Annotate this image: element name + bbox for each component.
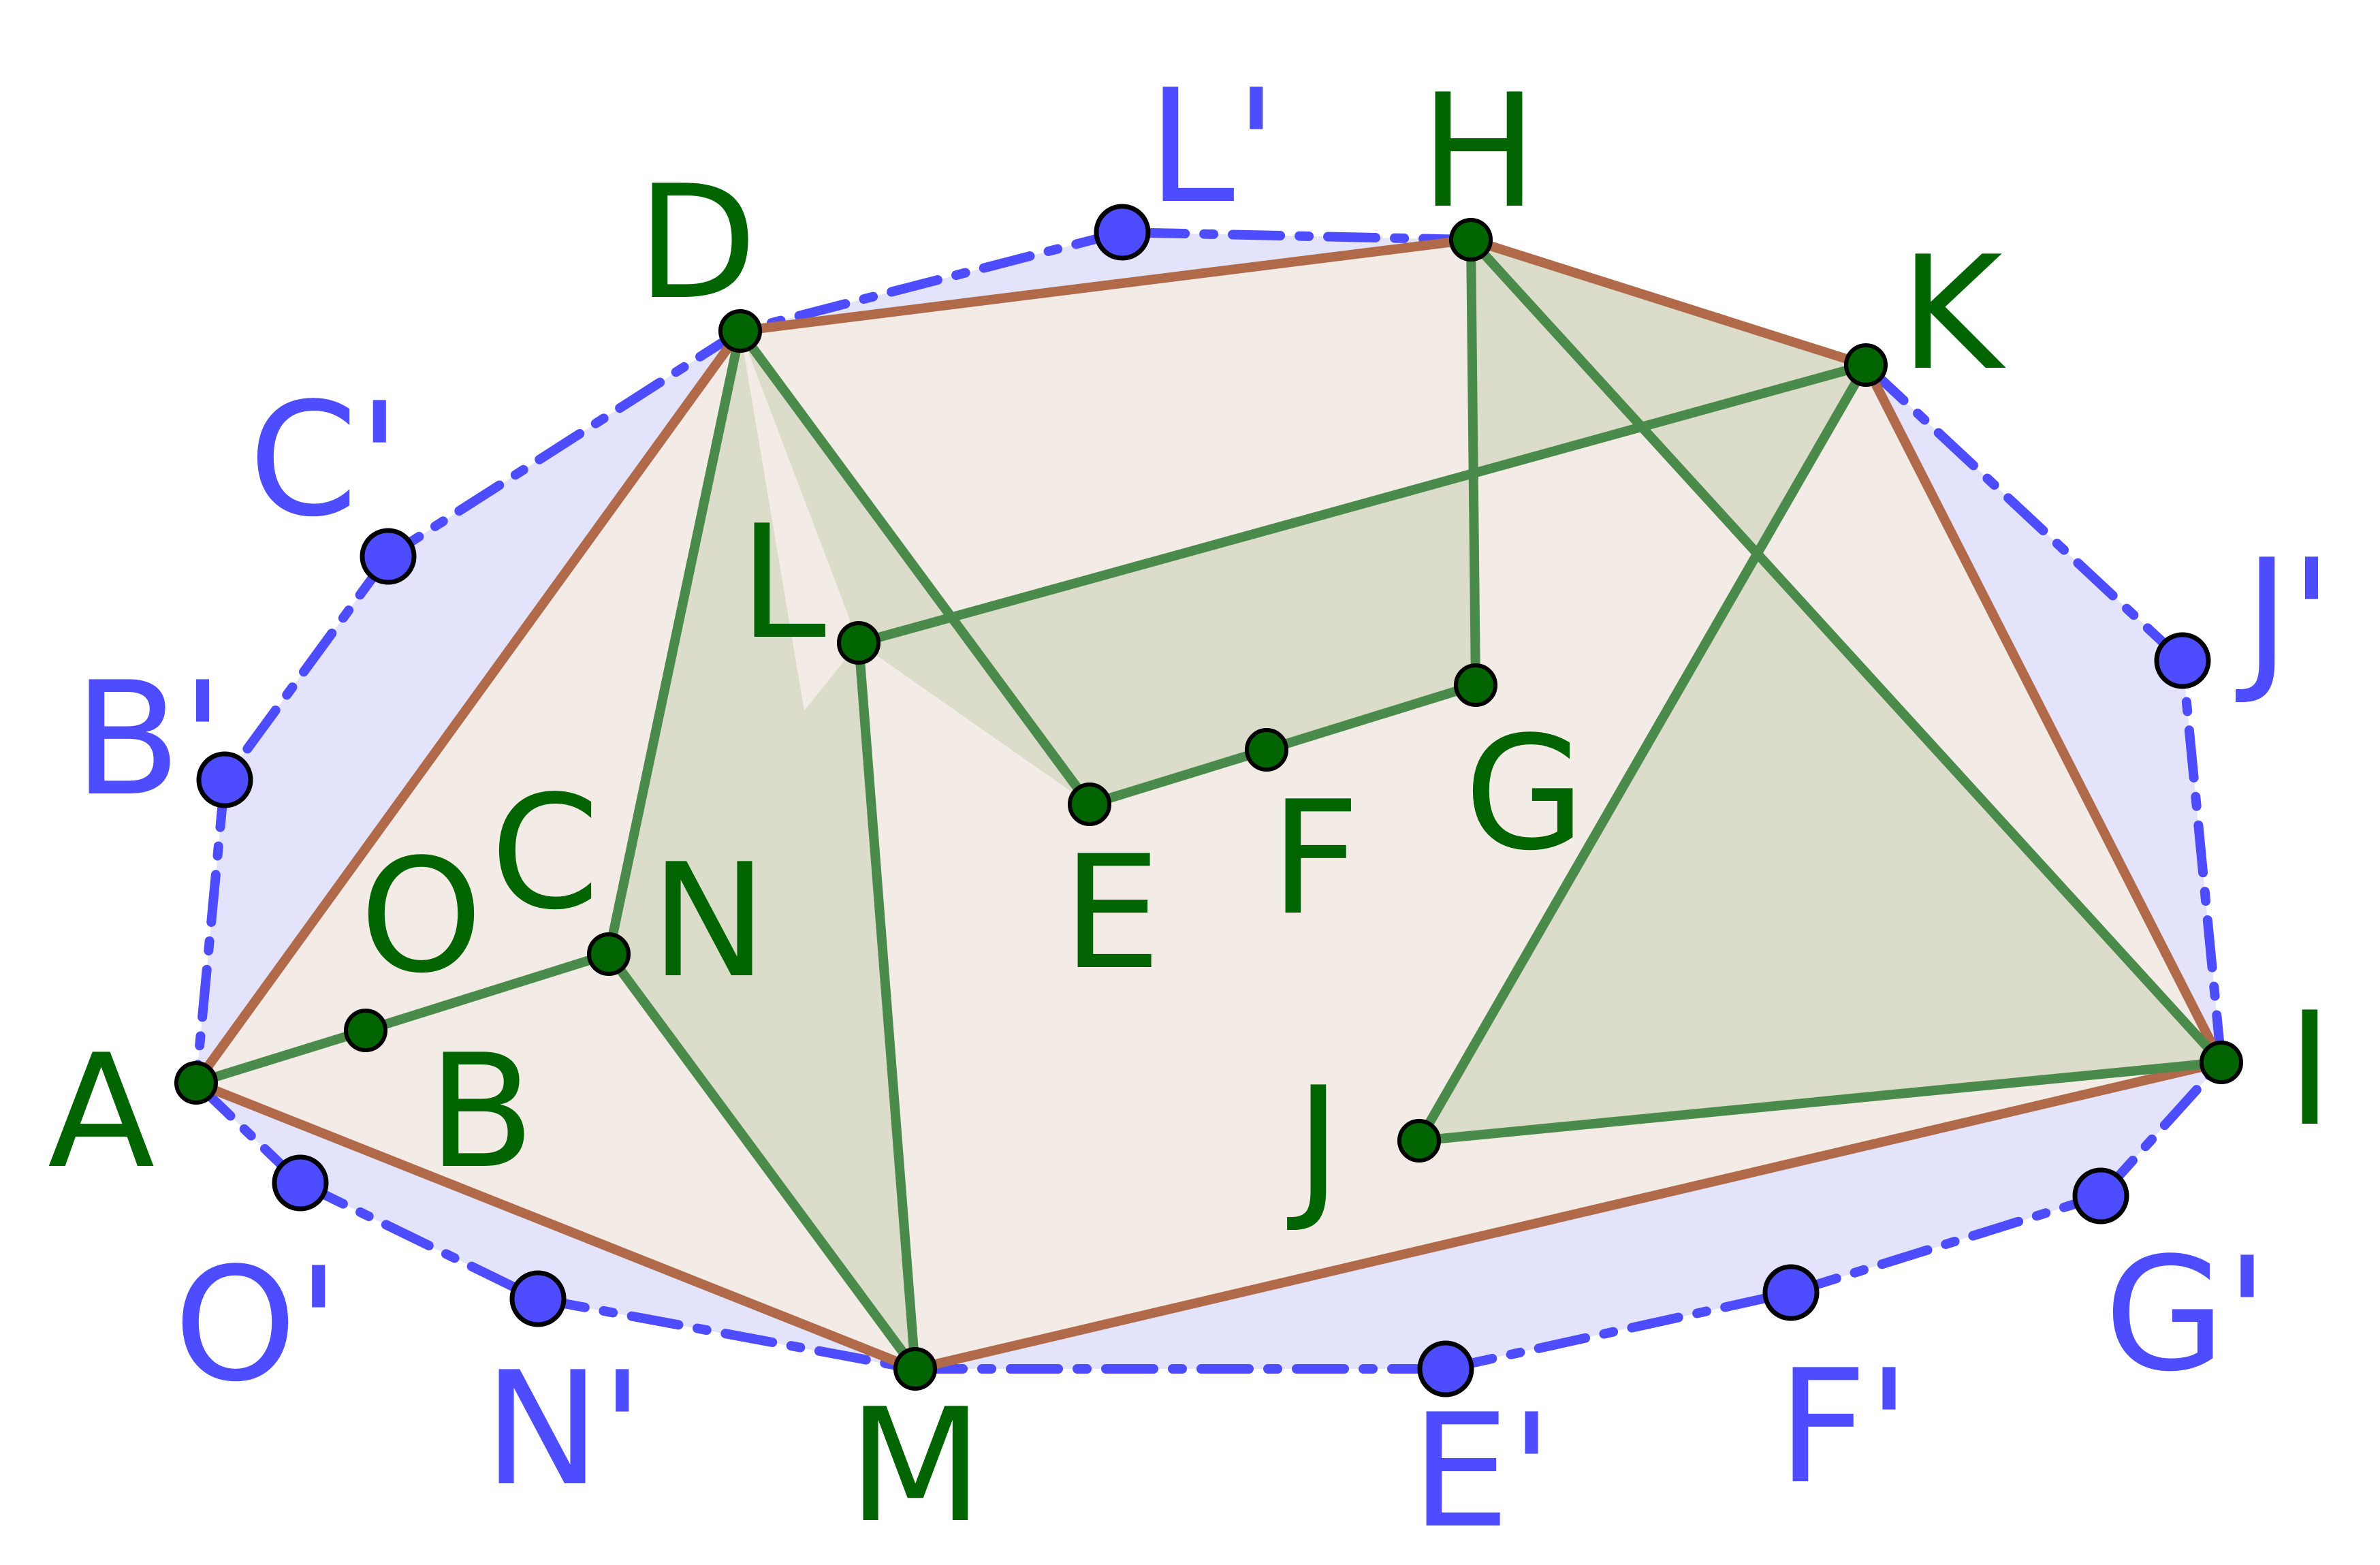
hull-line-i-jp [2178, 656, 2226, 1067]
edge-h-k [1466, 235, 1871, 370]
label-d: D [637, 153, 757, 334]
label-n: N [650, 831, 767, 1013]
edge-i-j [1414, 1058, 2226, 1145]
point-f[interactable] [1245, 728, 1288, 772]
polygon-labels: A B C D E F G H I J K L M N O [48, 61, 2333, 1558]
point-f-prime[interactable] [1762, 1264, 1820, 1321]
inner-edges [191, 235, 2226, 1374]
point-j-prime[interactable] [2154, 632, 2211, 689]
hull-line-cp-bp [220, 552, 393, 785]
edge-d-e [735, 326, 1094, 809]
polygon-points [174, 218, 2243, 1391]
label-l-prime: L' [1147, 57, 1278, 238]
point-l-prime[interactable] [1094, 204, 1151, 261]
point-b-prime[interactable] [196, 751, 253, 808]
label-j-prime: J' [2236, 526, 2333, 708]
edge-b-n [361, 949, 614, 1035]
point-o-prime[interactable] [272, 1154, 329, 1212]
label-g: G [1464, 704, 1585, 885]
edge-f-g [1262, 680, 1480, 755]
label-e: E [1062, 823, 1161, 1005]
edge-g-h [1466, 235, 1480, 690]
label-m: M [848, 1376, 983, 1558]
point-d[interactable] [718, 309, 762, 353]
point-j[interactable] [1397, 1119, 1441, 1163]
label-o: O [360, 826, 483, 1008]
edge-a-b [191, 1026, 370, 1088]
point-b[interactable] [344, 1009, 387, 1052]
label-f-prime: F' [1777, 1337, 1911, 1519]
hull-labels: B' C' L' J' G' F' E' N' O' [74, 57, 2333, 1563]
label-b-prime: B' [74, 649, 224, 831]
point-n[interactable] [587, 932, 631, 976]
point-h[interactable] [1449, 218, 1493, 262]
hull-line-d-cp [383, 326, 745, 561]
point-e-prime[interactable] [1417, 1340, 1474, 1397]
hull-line-op-np [296, 1178, 543, 1303]
label-g-prime: G' [2104, 1224, 2268, 1406]
edge-d-h [735, 235, 1476, 336]
label-n-prime: N' [483, 1339, 644, 1521]
point-g[interactable] [1454, 663, 1497, 707]
hull-line-fp-gp [1786, 1191, 2106, 1297]
point-g-prime[interactable] [2072, 1167, 2129, 1224]
hull-line-gp-i [2096, 1058, 2226, 1201]
triangle-region-h-i-j-k [1419, 240, 2221, 1141]
edge-m-a [191, 1078, 920, 1374]
edge-n-d [604, 326, 745, 959]
edge-i-m [910, 1058, 2226, 1374]
hull-line-h-lp [1117, 227, 1476, 244]
label-j: J [1287, 1054, 1342, 1236]
hull-line-jp-k [1861, 360, 2187, 665]
label-f: F [1270, 768, 1360, 950]
point-m[interactable] [893, 1347, 937, 1391]
edge-j-k [1414, 360, 1871, 1145]
hull-line-bp-a [191, 775, 229, 1088]
label-i: I [2287, 979, 2333, 1161]
label-k: K [1900, 223, 2006, 405]
label-o-prime: O' [174, 1235, 340, 1417]
point-n-prime[interactable] [509, 1270, 567, 1327]
point-a[interactable] [174, 1061, 218, 1105]
hull-line-np-m [533, 1294, 920, 1374]
hull-line-lp-d [735, 227, 1127, 336]
edge-k-i [1861, 360, 2226, 1067]
point-e[interactable] [1068, 782, 1111, 826]
label-c: C [490, 763, 600, 945]
label-b: B [428, 1022, 535, 1203]
label-l: L [739, 492, 826, 674]
point-k[interactable] [1844, 343, 1888, 387]
point-c-prime[interactable] [360, 528, 417, 585]
label-a: A [48, 1022, 155, 1203]
point-l[interactable] [837, 621, 880, 665]
edge-k-l [854, 360, 1871, 648]
edge-a-d [191, 326, 745, 1088]
label-e-prime: E' [1411, 1381, 1553, 1563]
hull-points [196, 204, 2211, 1397]
edge-h-i [1466, 235, 2226, 1067]
edge-n-m [604, 949, 920, 1374]
edge-l-m [854, 638, 920, 1374]
hull-boundary [191, 227, 2226, 1374]
label-c-prime: C' [249, 370, 401, 552]
outer-polygon-edges [191, 235, 2226, 1374]
hull-line-ep-fp [1441, 1288, 1796, 1374]
edge-e-f [1085, 745, 1271, 809]
triangle-region-n-l-m [609, 643, 915, 1369]
point-i[interactable] [2200, 1041, 2243, 1084]
label-h: H [1420, 61, 1538, 243]
